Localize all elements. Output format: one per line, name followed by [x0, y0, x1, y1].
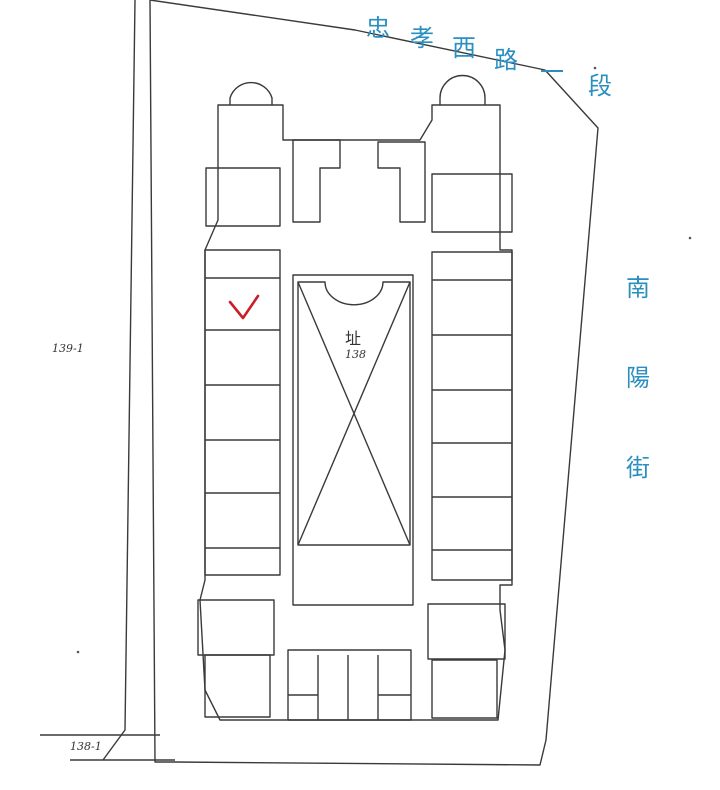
void-diagonal-2 [297, 281, 411, 546]
courtyard [292, 274, 414, 606]
bottom-left-block [204, 654, 271, 718]
top-center-right-block [377, 141, 426, 223]
parcel-label-lower-left: 138-1 [70, 740, 102, 753]
void-outline [297, 281, 411, 546]
street-name-north-5: 一 [540, 58, 564, 86]
top-left-tower [229, 81, 273, 105]
center-parcel-char: 址 [345, 329, 361, 348]
street-name-north-4: 路 [494, 46, 518, 74]
bottom-right-block [431, 659, 498, 719]
building-outline [199, 104, 513, 721]
center-parcel-number: 138 [345, 348, 366, 361]
street-name-north-2: 孝 [410, 24, 434, 52]
street-name-north-3: 西 [452, 34, 476, 62]
street-name-north-6: 段 [588, 72, 612, 100]
left-boundary-line [102, 0, 136, 761]
lower-left-block [197, 599, 275, 656]
street-name-east-2: 陽 [626, 364, 650, 392]
street-name-north-1: 忠 [366, 14, 390, 42]
street-name-east-3: 街 [626, 454, 650, 482]
bottom-center-units [287, 649, 412, 721]
top-right-tower [439, 74, 486, 105]
top-left-block [205, 167, 281, 227]
right-wing-units [431, 251, 513, 581]
street-name-east-1: 南 [626, 274, 650, 302]
check-mark-icon [228, 294, 260, 320]
top-right-block [431, 173, 513, 233]
lower-right-block [427, 603, 506, 660]
top-center-left-block [292, 139, 341, 223]
survey-dots [76, 66, 692, 654]
lot-boundary [149, 0, 599, 766]
parcel-label-upper-left: 139-1 [52, 342, 84, 355]
left-wing-units [204, 249, 281, 576]
